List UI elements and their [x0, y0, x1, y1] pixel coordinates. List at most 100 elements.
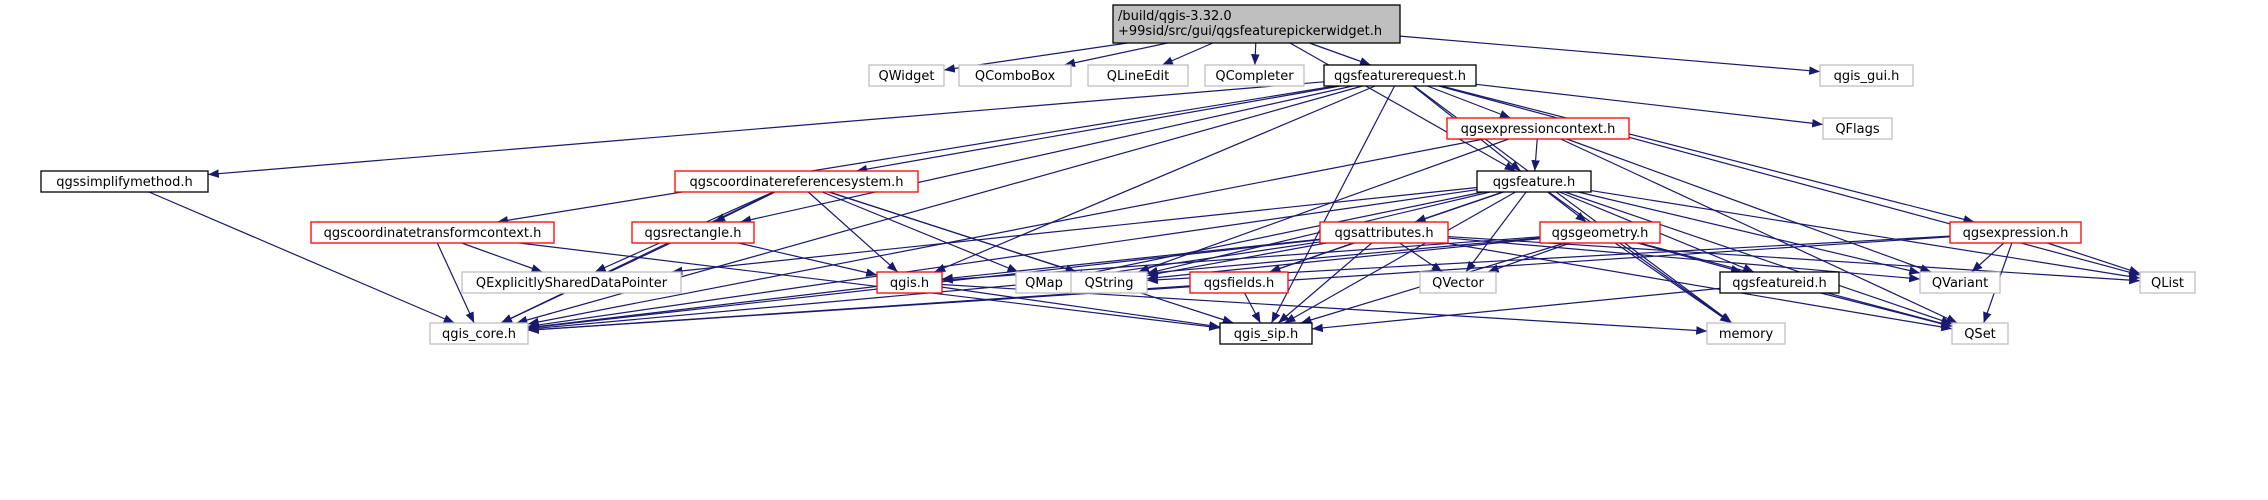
edge-qgsfeaturerequest-to-qgis_sip [1270, 85, 1396, 324]
nodes-layer: /build/qgis-3.32.0+99sid/src/gui/qgsfeat… [40, 4, 2196, 345]
node-qesdp: QExplicitlySharedDataPointer [461, 271, 682, 294]
edge-qgsattributes-to-qvariant [1447, 237, 1921, 283]
edge-line [1441, 85, 1975, 224]
edge-qgssimplifymethod-to-qgis_core [148, 191, 455, 324]
edge-qgsctc-to-qgis_core [436, 242, 475, 324]
edge-qgsfeaturerequest-to-qgsexpression [1441, 85, 1975, 224]
node-root[interactable]: /build/qgis-3.32.0+99sid/src/gui/qgsfeat… [1112, 4, 1401, 44]
edge-qgscrs-to-qgis [807, 191, 899, 273]
node-qgsfeatureid[interactable]: qgsfeatureid.h [1719, 271, 1840, 294]
node-label: QVector [1432, 276, 1484, 291]
node-qstring: QString [1070, 271, 1148, 294]
node-qgsattributes[interactable]: qgsattributes.h [1319, 221, 1449, 244]
node-qwidget: QWidget [868, 64, 945, 87]
edge-root-to-qgis_gui [1399, 35, 1821, 75]
node-label: qgis_core.h [442, 327, 516, 342]
edge-line [941, 286, 1221, 330]
edge-qgsfeaturerequest-to-qgscrs [856, 85, 1341, 174]
edge-line [527, 138, 1484, 327]
node-box [1204, 64, 1305, 87]
edge-qgsfeatureid-to-qgis_sip [1311, 287, 1721, 333]
node-label: QLineEdit [1107, 69, 1170, 84]
edge-qgsexpressioncontext-to-qgsfeature [1531, 138, 1540, 172]
node-qgis[interactable]: qgis.h [876, 271, 943, 294]
node-qgis_sip[interactable]: qgis_sip.h [1219, 322, 1313, 345]
edge-qgsfeaturerequest-to-qgsctc [497, 85, 1336, 225]
node-qgscrs[interactable]: qgscoordinatereferencesystem.h [674, 170, 919, 193]
edge-qgsfields-to-qgis_sip [1244, 292, 1261, 324]
node-qgsexpression[interactable]: qgsexpression.h [1949, 221, 2082, 244]
node-box [2139, 271, 2196, 294]
node-qgsexpressioncontext[interactable]: qgsexpressioncontext.h [1446, 117, 1630, 140]
node-label: QCompleter [1215, 69, 1294, 84]
node-box [1719, 271, 1840, 294]
node-box [429, 322, 529, 345]
edge-qgsgeometry-to-memory [1614, 242, 1732, 324]
edge-root-to-qgsfeaturerequest [1309, 42, 1371, 66]
edge-root-to-qcompleter [1251, 42, 1260, 66]
node-box [1476, 170, 1592, 193]
edge-qgsfeature-to-qgis_sip [1284, 191, 1516, 324]
edge-qgscrs-to-qgis_sip [828, 191, 1234, 324]
node-label: /build/qgis-3.32.0 [1118, 9, 1232, 24]
edge-qgsattributes-to-qgis_sip [1277, 242, 1373, 324]
edge-qgsfeature-to-qlist [1590, 189, 2141, 281]
node-qgsrectangle[interactable]: qgsrectangle.h [631, 221, 755, 244]
edge-line [828, 191, 1234, 324]
node-label: QMap [1025, 276, 1063, 291]
edge-line [1146, 191, 1490, 276]
edge-line [1071, 191, 1484, 279]
node-qgssimplifymethod[interactable]: qgssimplifymethod.h [40, 170, 209, 193]
node-box [1323, 64, 1477, 87]
node-box [1087, 64, 1189, 87]
node-box [40, 170, 209, 193]
node-qgsctc[interactable]: qgscoordinatetransformcontext.h [310, 221, 555, 244]
node-box [1419, 271, 1497, 294]
node-box [310, 221, 555, 244]
edge-line [1270, 85, 1396, 324]
edge-line [1399, 242, 1443, 273]
node-label: memory [1719, 327, 1774, 342]
node-box [876, 271, 943, 294]
node-label: QExplicitlySharedDataPointer [476, 276, 668, 291]
edge-qgsfeaturerequest-to-qgis [934, 85, 1376, 273]
node-box [1819, 64, 1914, 87]
node-label: qgsfeaturerequest.h [1334, 69, 1466, 84]
edge-qgsfeature-to-qstring [1146, 191, 1490, 276]
node-label: qgis.h [890, 276, 929, 291]
node-qvariant: QVariant [1919, 271, 2001, 294]
edge-line [1427, 85, 1511, 119]
node-qgsfeature[interactable]: qgsfeature.h [1476, 170, 1592, 193]
edge-line [1547, 191, 1587, 223]
edge-line [1578, 191, 1921, 275]
edge-line [1566, 138, 1932, 273]
node-qgsfeaturerequest[interactable]: qgsfeaturerequest.h [1323, 64, 1477, 87]
node-qgsgeometry[interactable]: qgsgeometry.h [1539, 221, 1661, 244]
node-label: qgsfields.h [1204, 276, 1274, 291]
edge-line [527, 285, 878, 331]
edge-line [1465, 191, 1527, 273]
edge-line [1284, 191, 1516, 324]
node-qgis_core: qgis_core.h [429, 322, 529, 345]
edge-line [740, 85, 1353, 224]
edge-line [1399, 35, 1821, 75]
edge-qgsexpressioncontext-to-qvariant [1566, 138, 1932, 273]
node-box [1219, 322, 1313, 345]
edge-qgsexpressioncontext-to-qset [1560, 138, 1958, 324]
node-label: qgsexpressioncontext.h [1461, 122, 1616, 137]
node-box [674, 170, 919, 193]
node-label: qgsgeometry.h [1552, 226, 1649, 241]
edge-line [1447, 237, 1921, 283]
edge-line [461, 242, 543, 273]
edge-qgsexpression-to-qlist [2047, 242, 2141, 275]
node-qgis_gui: qgis_gui.h [1819, 64, 1914, 87]
node-qgsfields[interactable]: qgsfields.h [1189, 271, 1289, 294]
edge-line [1244, 292, 1261, 324]
node-box [1112, 4, 1401, 44]
edge-qgsrectangle-to-qgis [738, 242, 878, 277]
edge-line [527, 189, 1478, 330]
node-memory: memory [1706, 322, 1786, 345]
node-box [1319, 221, 1449, 244]
edge-qgsgeometry-to-qvector [1487, 242, 1571, 273]
